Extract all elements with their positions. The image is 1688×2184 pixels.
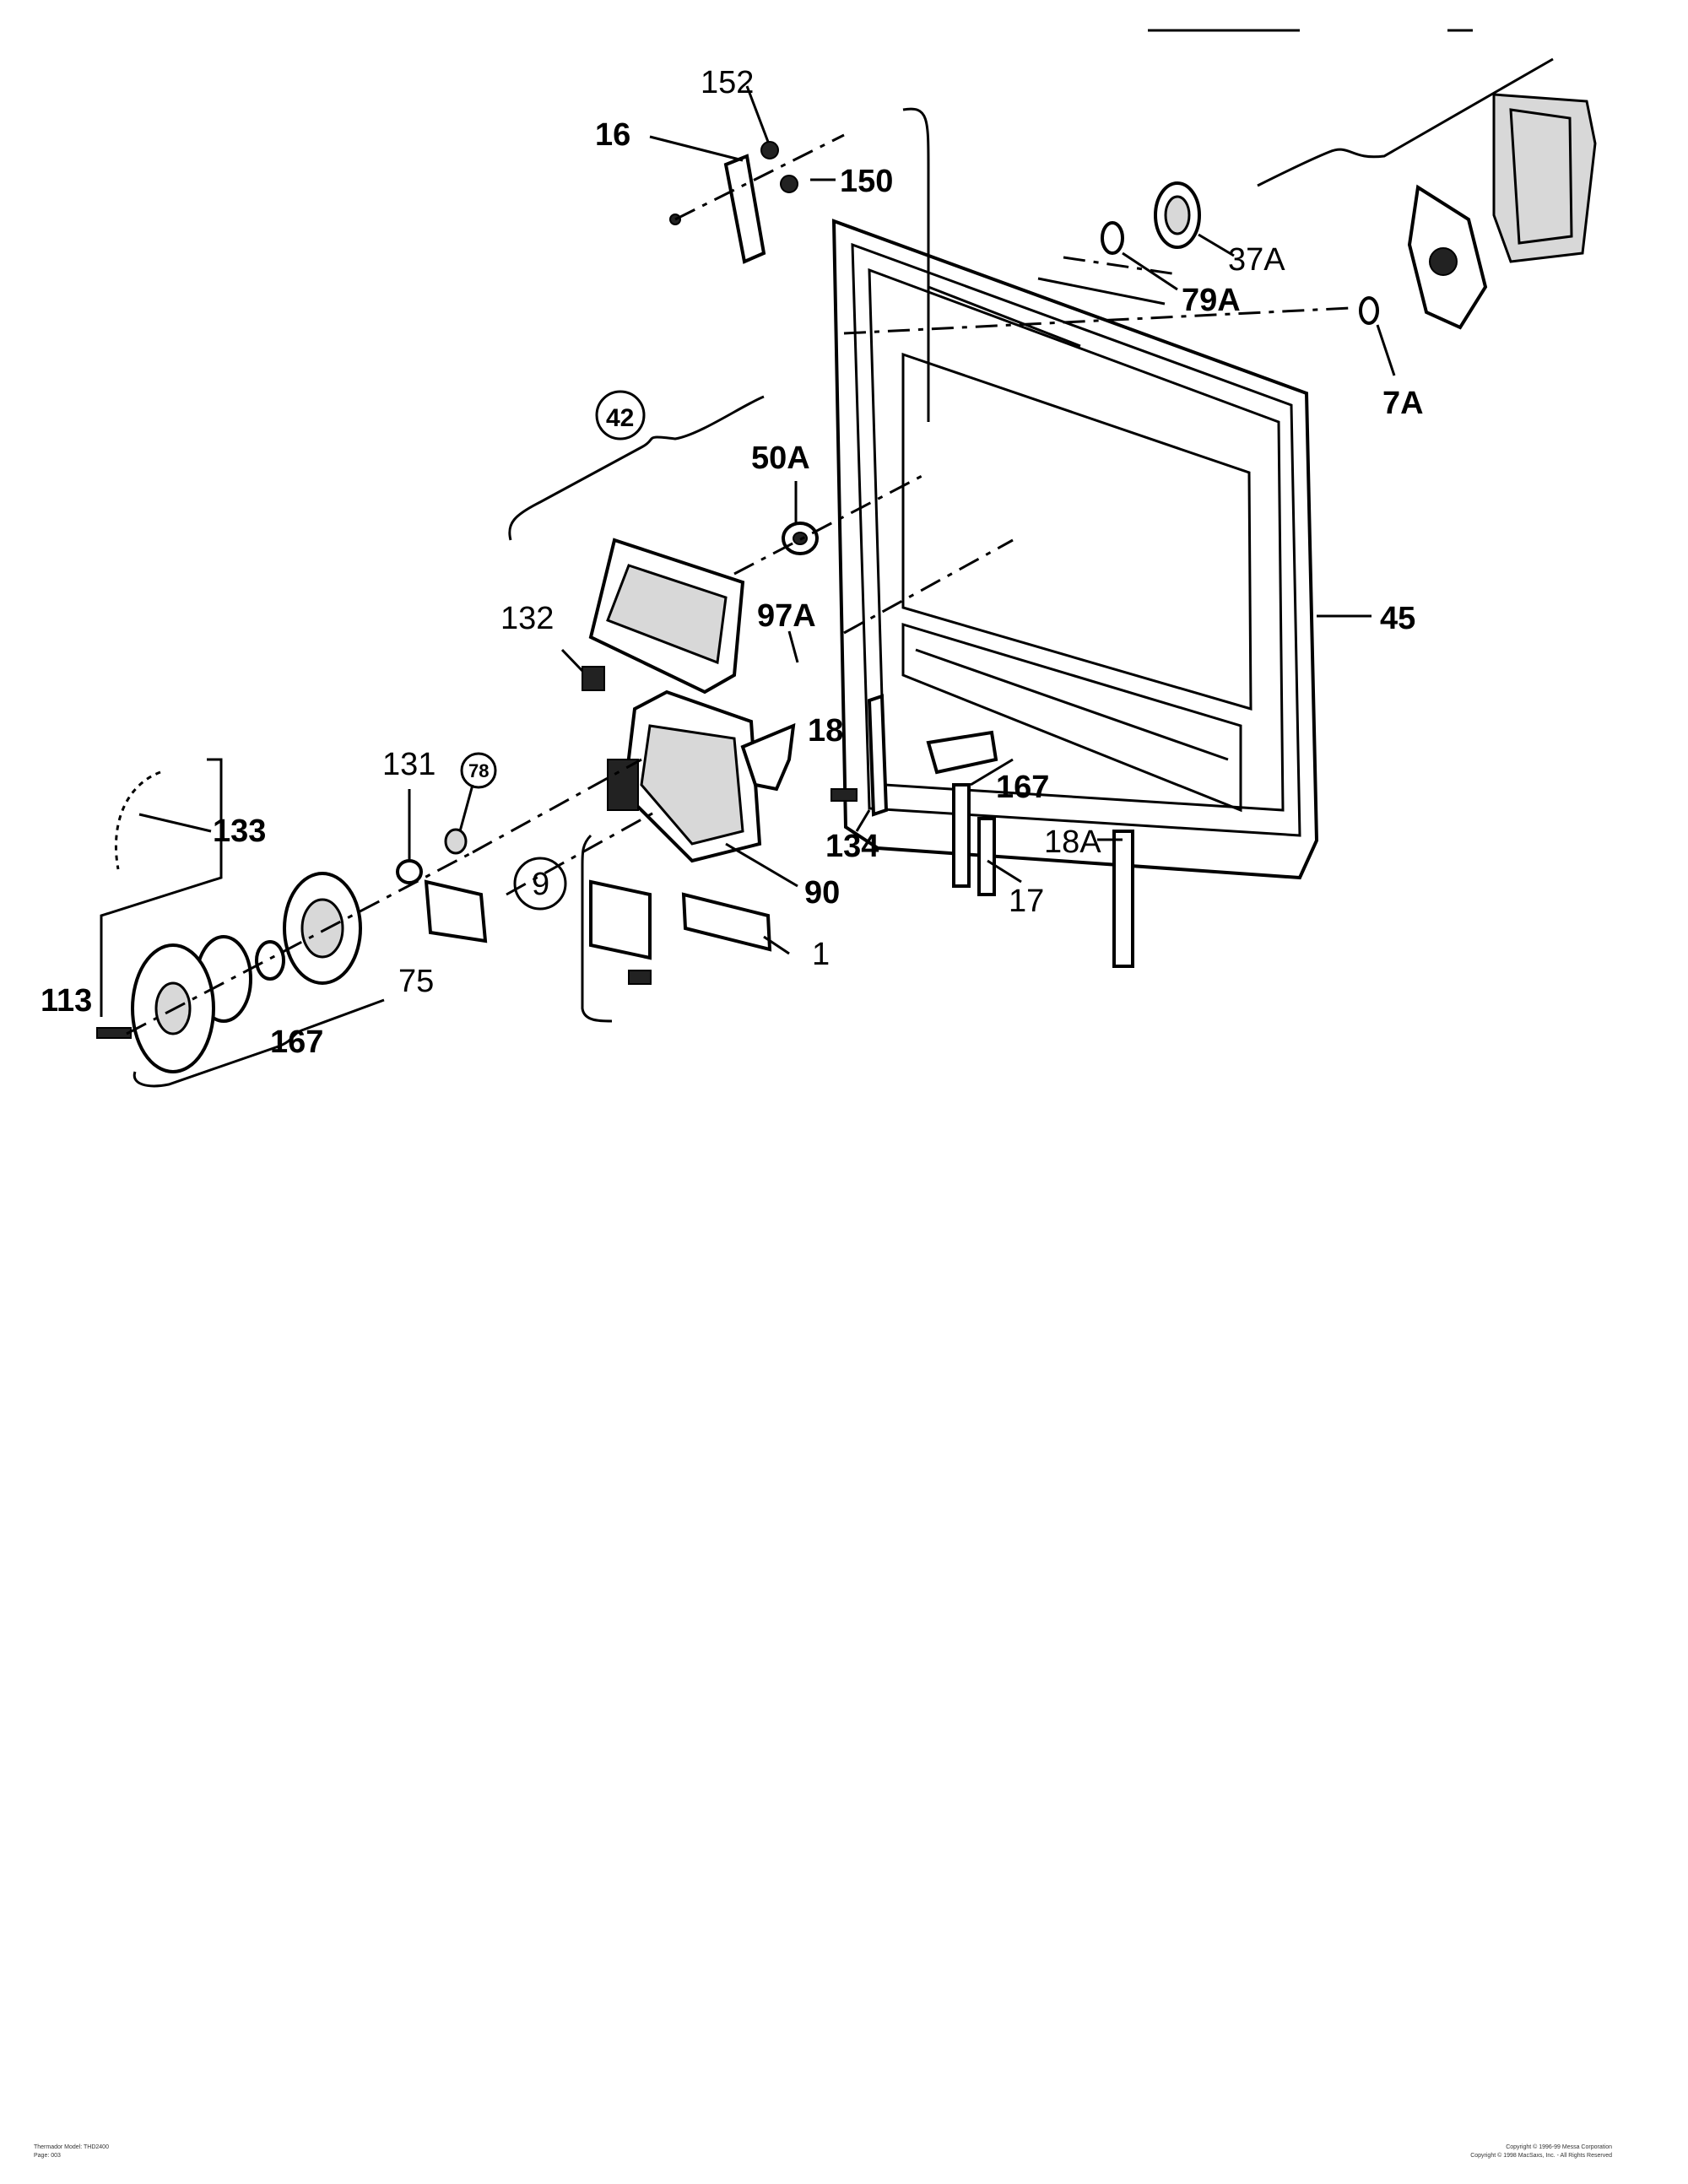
hinge-housing [1407,93,1597,330]
nut-78 [444,828,468,855]
control-housing [588,538,745,695]
switch-module-90 [607,689,762,863]
label-45: 45 [1380,601,1415,636]
footer-right-line2: Copyright © 1998 MacSaxs, Inc. - All Rig… [1470,2152,1612,2159]
block-132 [582,666,605,691]
wire-harness-133 [114,770,161,870]
label-9: 9 [532,867,549,902]
label-90: 90 [804,875,840,911]
label-132: 132 [500,601,554,636]
footer-right-line1: Copyright © 1996-99 Messa Corporation [1506,2143,1612,2150]
label-113: 113 [41,983,92,1019]
switch-9 [589,879,652,985]
label-131: 131 [382,747,436,782]
ring-7a [1359,296,1379,325]
label-167-left: 167 [270,1024,323,1060]
label-7a: 7A [1382,386,1424,421]
label-42: 42 [606,404,634,432]
label-134: 134 [825,829,879,864]
latch-17 [926,730,998,896]
callout-circle-9 [513,857,567,911]
strike-18a [1112,830,1134,968]
label-78: 78 [468,760,489,781]
clip-75 [424,879,488,943]
knob-spring [255,940,285,981]
label-97a: 97A [757,598,816,634]
callout-circle-78 [460,752,497,789]
bracket-16 [669,141,798,264]
label-37a: 37A [1228,242,1285,278]
label-17: 17 [1009,884,1044,919]
screw-113 [96,1027,132,1039]
label-18: 18 [808,713,843,749]
label-79a: 79A [1182,283,1241,318]
label-133: 133 [213,814,266,849]
label-16: 16 [595,117,630,153]
bracket-1 [681,892,772,952]
label-50a: 50A [751,441,810,476]
label-150: 150 [840,164,893,199]
callout-circle-42 [595,390,646,441]
footer-left-line1: Thermador Model: THD2400 [34,2144,109,2150]
label-1: 1 [812,937,830,972]
label-75: 75 [398,964,434,999]
bearing-37a [1154,181,1201,249]
label-18a: 18A [1044,824,1101,860]
washer-131 [396,859,423,884]
label-167-right: 167 [996,770,1049,805]
label-152: 152 [701,65,754,100]
washer-79a [1101,221,1124,255]
knob-ring [283,872,362,985]
footer-left-line2: Page: 003 [34,2153,61,2159]
door-panel-45 [831,219,1319,880]
spring-18 [740,722,796,792]
clip-134 [830,694,889,817]
